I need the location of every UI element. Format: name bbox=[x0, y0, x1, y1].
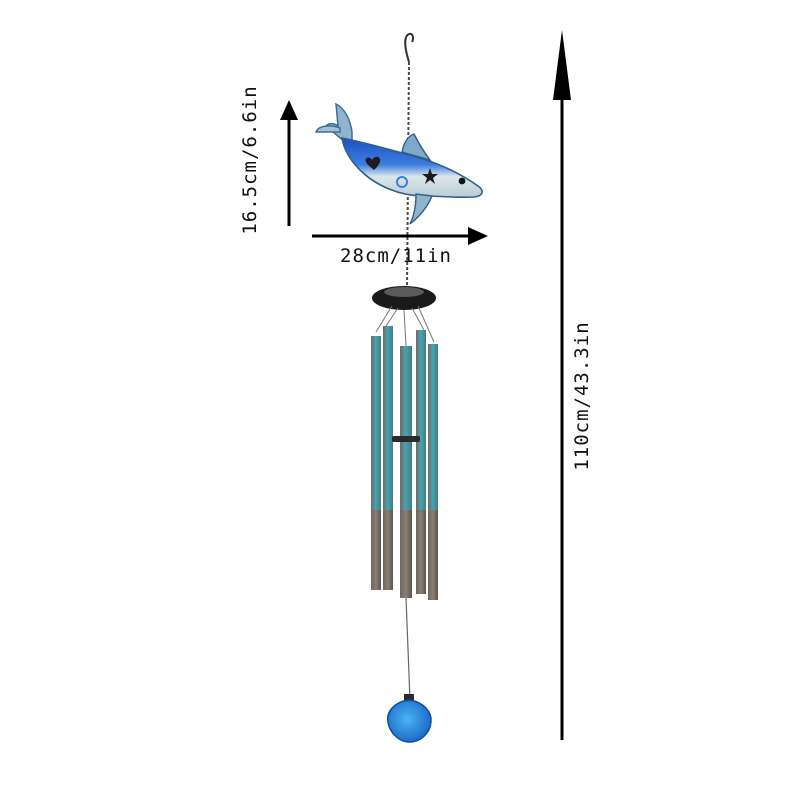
shell-sail bbox=[386, 699, 432, 743]
chime-tube-base bbox=[371, 510, 381, 590]
dolphin-eye bbox=[458, 177, 466, 185]
width-arrow bbox=[312, 227, 488, 245]
chime-striker bbox=[392, 436, 420, 442]
hanging-chain bbox=[406, 61, 410, 289]
dolphin-swirl bbox=[396, 176, 408, 188]
dolphin-tail bbox=[324, 102, 353, 150]
chime-tube bbox=[383, 326, 393, 590]
chime-tube bbox=[371, 336, 381, 590]
chime-tube-base bbox=[383, 510, 393, 590]
height-dimension-label: 16.5cm/6.6in bbox=[239, 85, 261, 235]
width-dimension-label: 28cm/11in bbox=[340, 245, 452, 267]
dolphin-star bbox=[422, 168, 438, 184]
chime-tubes bbox=[371, 326, 438, 600]
chime-tube bbox=[416, 330, 426, 594]
dolphin-dorsal-fin bbox=[401, 133, 432, 162]
chime-tube-base bbox=[400, 510, 412, 598]
sail-cap bbox=[404, 694, 414, 702]
total-length-dimension-label: 110cm/43.3in bbox=[571, 321, 593, 471]
hook-icon bbox=[404, 32, 414, 63]
tube-strings bbox=[375, 305, 435, 347]
height-arrow bbox=[280, 100, 298, 226]
sail-string bbox=[405, 597, 411, 701]
chime-tube bbox=[428, 344, 438, 600]
chime-tube-base bbox=[428, 510, 438, 600]
chime-tube-base bbox=[416, 510, 426, 594]
dolphin-ornament bbox=[314, 102, 483, 225]
chime-top-cap-rim bbox=[384, 287, 424, 297]
dolphin-body bbox=[341, 136, 483, 199]
dolphin-heart bbox=[365, 156, 381, 170]
dolphin-flipper bbox=[409, 193, 433, 225]
total-length-arrow bbox=[553, 30, 571, 740]
dolphin-tail-left bbox=[314, 125, 341, 133]
